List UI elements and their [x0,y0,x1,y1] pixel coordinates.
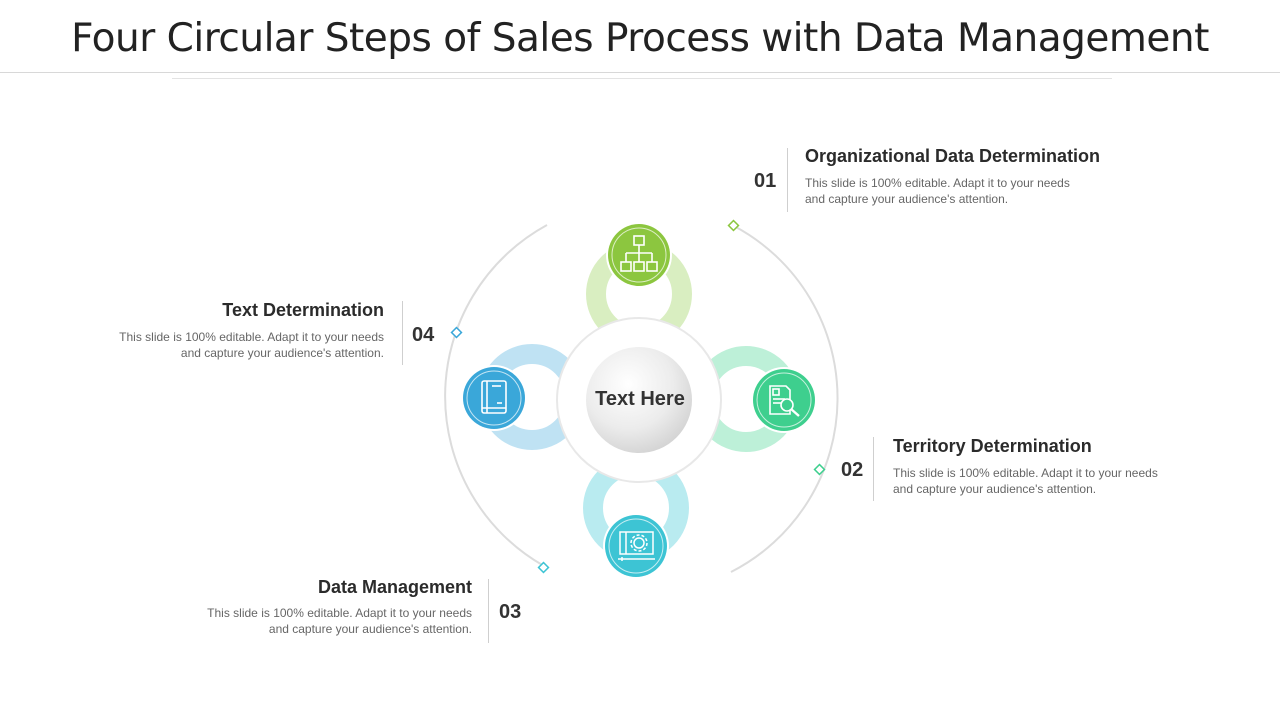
title-underline [172,78,1112,79]
step-03-title: Data Management [317,577,472,597]
step-02-number: 02 [841,459,864,481]
outer-arc-left [444,224,548,567]
settings-folder-icon [618,531,655,561]
step-01-description: This slide is 100% editable. Adapt it to… [805,176,1070,206]
connector-diamond-03 [537,561,550,574]
step-03-divider [488,579,489,643]
connector-diamond-02 [813,463,826,476]
document-search-icon [769,385,800,417]
center-label: Text Here [595,388,685,410]
step-02-icon-circle [751,367,817,433]
step-04-title: Text Determination [222,300,384,320]
step-04-description: This slide is 100% editable. Adapt it to… [119,330,384,360]
outer-arc-right [730,225,839,573]
step-02-title: Territory Determination [893,436,1092,456]
step-04-number: 04 [412,324,435,346]
step-02-divider [873,437,874,501]
step-01-title: Organizational Data Determination [805,146,1101,166]
book-icon [481,380,507,414]
step-01-divider [787,148,788,212]
connector-diamond-04 [450,326,463,339]
step-01-number: 01 [754,170,777,192]
step-03-description: This slide is 100% editable. Adapt it to… [207,606,472,636]
step-04-divider [402,301,403,365]
step-03-number: 03 [499,601,522,623]
step-03-icon-circle [603,513,669,579]
connector-diamond-01 [727,219,740,232]
center-inner-circle [586,347,692,453]
step-04-icon-circle [461,365,527,431]
org-chart-icon [620,235,658,272]
step-02-description: This slide is 100% editable. Adapt it to… [893,466,1158,496]
step-01-icon-circle [606,222,672,288]
page-title: Four Circular Steps of Sales Process wit… [71,16,1209,61]
title-divider [0,72,1280,73]
